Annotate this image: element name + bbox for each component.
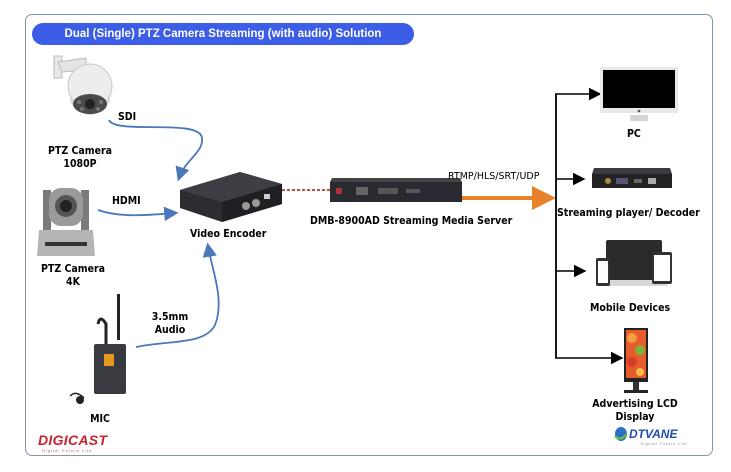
- lcd-label-line2: Display: [615, 411, 655, 423]
- ptz-4k-label: PTZ Camera 4K: [35, 263, 111, 289]
- encoder-label: Video Encoder: [190, 228, 267, 240]
- ptz-camera-icon: [37, 188, 95, 256]
- dtvane-logo: DTVANE: [629, 427, 678, 441]
- audio-label: 3.5mm Audio: [148, 311, 192, 337]
- decoder-label: Streaming player/ Decoder: [557, 207, 700, 219]
- diagram-frame: [25, 14, 713, 456]
- digicast-tagline: Digital Future Life: [42, 448, 93, 453]
- mic-label: MIC: [90, 413, 110, 425]
- ptz-4k-spec: 4K: [66, 276, 80, 288]
- audio-wire: [135, 242, 220, 348]
- sdi-wire: [108, 119, 203, 182]
- ptz-1080p-device: PTZ Camera: [47, 145, 113, 157]
- protocols-label: RTMP/HLS/SRT/UDP: [448, 171, 540, 182]
- server-label: DMB-8900AD Streaming Media Server: [310, 215, 513, 227]
- digicast-logo: DIGICAST: [38, 432, 108, 448]
- ptz-1080p-spec: 1080P: [63, 158, 97, 170]
- dtvane-tagline: Digital Future Life: [641, 441, 688, 446]
- audio-label-line1: 3.5mm: [151, 311, 189, 323]
- monitor-icon: [600, 67, 678, 121]
- diagram-title: Dual (Single) PTZ Camera Streaming (with…: [32, 23, 414, 45]
- mobile-label: Mobile Devices: [590, 302, 671, 314]
- hdmi-label: HDMI: [112, 195, 141, 207]
- ptz-4k-device: PTZ Camera: [40, 263, 106, 275]
- rack-server-icon: [330, 178, 462, 202]
- sdi-label: SDI: [118, 111, 137, 123]
- dtvane-swoosh-icon: [614, 427, 628, 441]
- pc-label: PC: [627, 128, 641, 140]
- hdmi-wire: [97, 206, 179, 222]
- audio-label-line2: Audio: [154, 324, 186, 336]
- ptz-1080p-label: PTZ Camera 1080P: [45, 145, 115, 171]
- video-encoder-icon: [180, 172, 282, 222]
- mobile-devices-icon: [596, 240, 672, 286]
- dome-ptz-camera-icon: [53, 55, 113, 115]
- lcd-kiosk-icon: [624, 328, 648, 393]
- wireless-mic-icon: [69, 294, 126, 404]
- lcd-label-line1: Advertising LCD: [592, 398, 678, 410]
- lcd-label: Advertising LCD Display: [585, 398, 685, 424]
- decoder-box-icon: [592, 168, 672, 188]
